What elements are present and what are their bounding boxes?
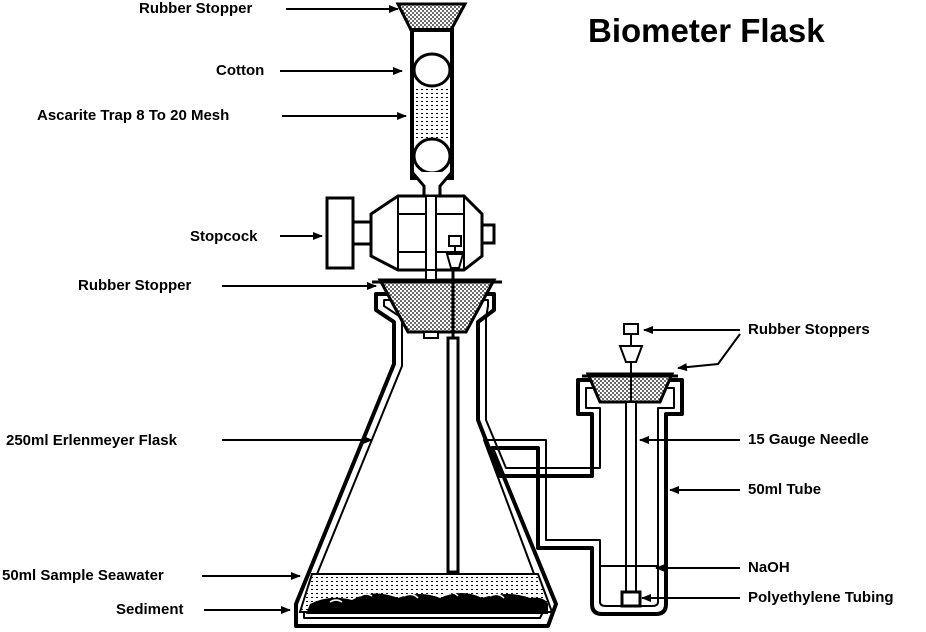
- label-ascarite-trap: Ascarite Trap 8 To 20 Mesh: [37, 107, 230, 124]
- trap-neck: [410, 171, 454, 198]
- stopcock: [325, 194, 496, 275]
- label-polyethylene-tubing: Polyethylene Tubing: [748, 589, 894, 606]
- diagram-title: Biometer Flask: [588, 12, 825, 49]
- label-rubber-stopper-top: Rubber Stopper: [139, 0, 253, 17]
- label-gauge-needle: 15 Gauge Needle: [748, 431, 869, 448]
- label-tube: 50ml Tube: [748, 481, 822, 498]
- label-erlenmeyer-flask: 250ml Erlenmeyer Flask: [6, 432, 177, 449]
- label-rubber-stoppers: Rubber Stoppers: [748, 321, 870, 338]
- flask-rubber-stopper: [372, 278, 502, 339]
- cotton-plug-top: [412, 52, 452, 88]
- arrow-rubber-stoppers-bottom: [677, 333, 741, 372]
- top-rubber-stopper: [395, 2, 468, 32]
- stopcock-needle-fitting: [445, 235, 465, 269]
- label-stopcock: Stopcock: [190, 228, 258, 245]
- label-rubber-stopper-flask: Rubber Stopper: [78, 277, 192, 294]
- needle-fitting-top: [618, 323, 644, 363]
- callout-arrows: [202, 5, 741, 614]
- label-naoh: NaOH: [748, 559, 790, 576]
- erlenmeyer-flask: [294, 292, 684, 628]
- sediment-layer: [306, 591, 548, 614]
- polyethylene-tubing: [620, 590, 642, 608]
- cotton-plug-bottom: [412, 137, 452, 175]
- label-sediment: Sediment: [116, 601, 184, 618]
- label-cotton: Cotton: [216, 62, 265, 79]
- label-sample-seawater: 50ml Sample Seawater: [2, 567, 164, 584]
